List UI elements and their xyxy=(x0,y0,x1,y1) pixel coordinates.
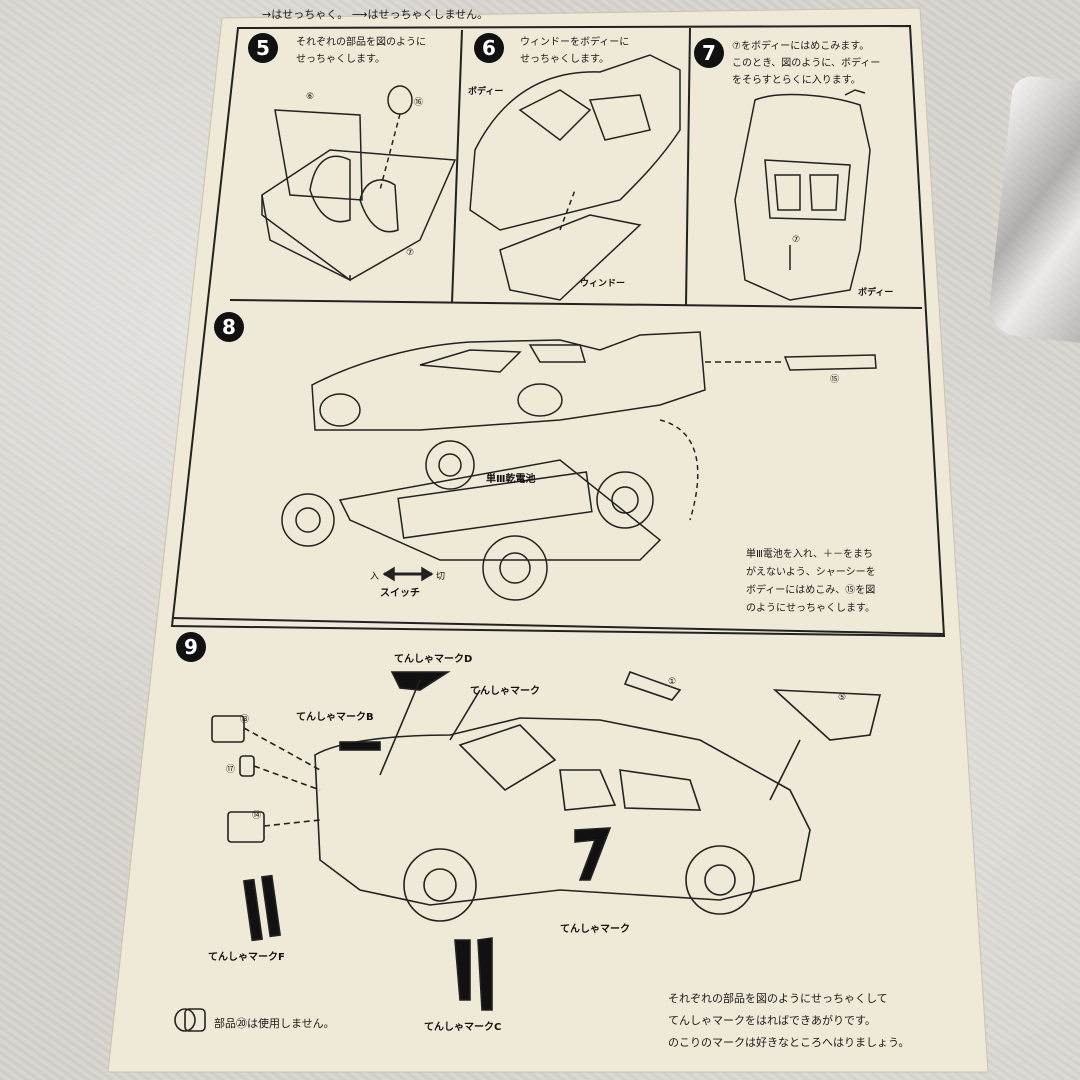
step9-car-drawing xyxy=(174,670,882,1032)
step-8-badge: 8 xyxy=(214,312,244,342)
unused-part-note: 部品⑳は使用しません。 xyxy=(214,1017,335,1030)
part-6-label: ⑥ xyxy=(306,92,315,102)
step-9-badge: 9 xyxy=(176,632,206,662)
part-5-label: ⑤ xyxy=(838,693,847,703)
body-step7-label: ボディー xyxy=(858,288,894,298)
step-8-text: 単Ⅲ電池を入れ、＋－をまち がえないよう、シャーシーを ボディーにはめこみ、⑮を… xyxy=(746,549,876,614)
step-5-badge: 5 xyxy=(248,33,278,63)
decal-b-label: てんしゃマークB xyxy=(296,712,374,723)
window-label: ウィンドー xyxy=(580,279,626,289)
step-6-text: ウィンドーをボディーに せっちゃくします。 xyxy=(520,37,630,65)
step-7-badge: 7 xyxy=(694,38,724,68)
step7-body-drawing xyxy=(734,89,871,301)
step8-drawing xyxy=(281,331,877,601)
step6-body-drawing xyxy=(469,54,681,301)
body-label: ボディー xyxy=(468,87,504,97)
battery-label: 単Ⅲ乾電池 xyxy=(486,474,536,485)
step-5-text: それぞれの部品を図のように せっちゃくします。 xyxy=(296,37,426,65)
part-1-label: ① xyxy=(668,677,677,687)
closing-instructions: それぞれの部品を図のようにせっちゃくして てんしゃマークをはればできあがりです。… xyxy=(668,992,910,1049)
part-15-label: ⑮ xyxy=(830,375,840,385)
part-17-label: ⑰ xyxy=(226,765,236,775)
part-7-step7-label: ⑦ xyxy=(792,235,801,245)
switch-on-label: 入 xyxy=(370,572,380,582)
step5-chassis-drawing xyxy=(261,85,457,282)
decal-label-top: てんしゃマーク xyxy=(470,686,540,697)
switch-label: スイッチ xyxy=(380,588,420,599)
decal-c-label: てんしゃマークC xyxy=(424,1022,502,1033)
step-7-text: ⑦をボディーにはめこみます。 このとき、図のように、ボディー をそらすとらくに入… xyxy=(732,41,881,86)
legend-text: →はせっちゃく。 ⟶はせっちゃくしません。 xyxy=(262,8,489,21)
decal-d-label: てんしゃマークD xyxy=(394,654,473,665)
decal-f-label: てんしゃマークF xyxy=(208,952,285,963)
part-13-label: ⑬ xyxy=(240,715,250,725)
step-6-badge: 6 xyxy=(474,33,504,63)
part-14-label: ⑭ xyxy=(252,811,262,821)
switch-off-label: 切 xyxy=(436,572,446,582)
part-7-label: ⑦ xyxy=(406,248,415,258)
decal-side-label: てんしゃマーク xyxy=(560,924,630,935)
part-16-label: ⑯ xyxy=(414,98,424,108)
